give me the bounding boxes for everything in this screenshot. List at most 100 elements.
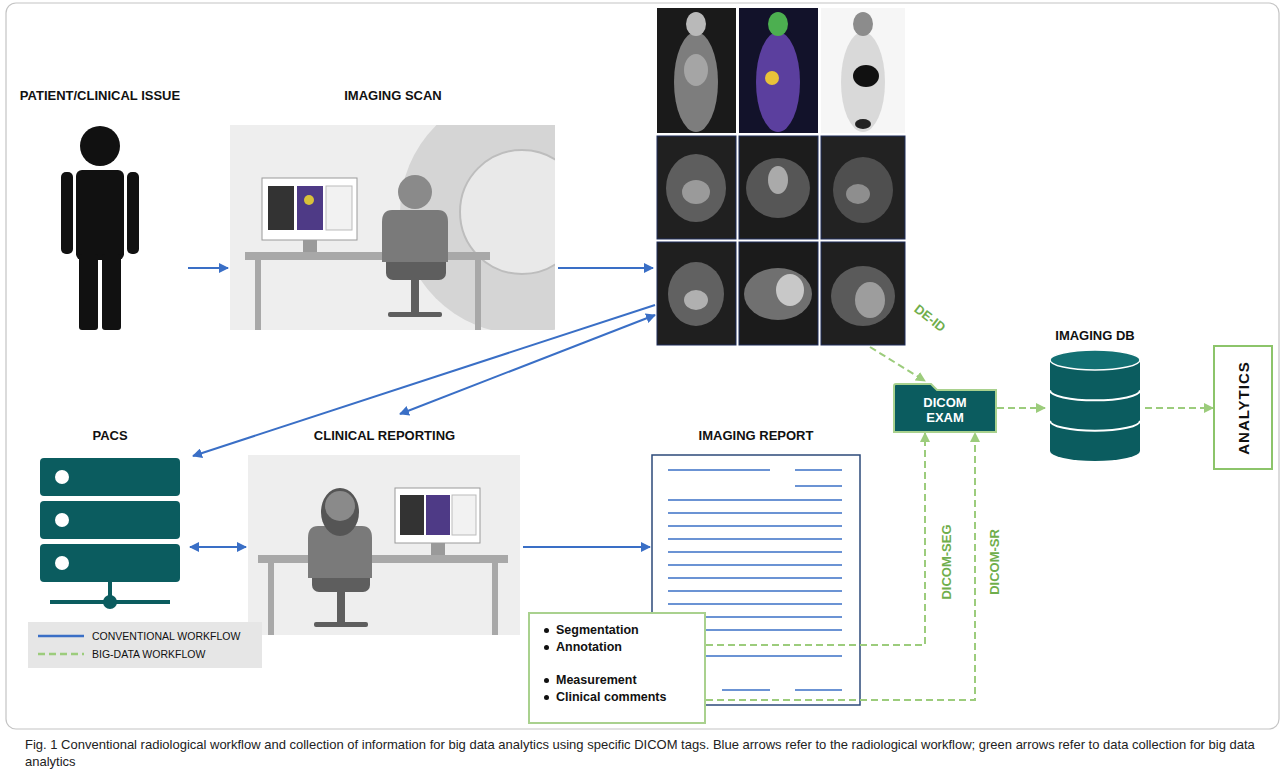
scan-node: IMAGING SCAN [228,88,558,333]
drawing-line [795,469,842,471]
node-label: PATIENT/CLINICAL ISSUE [12,88,188,104]
patient-figure [61,126,139,330]
drawing-rect [102,254,121,330]
drawing-rect [388,312,442,317]
medical-images [657,8,905,345]
node-label: PACS [30,428,190,444]
drawing-rect [739,242,818,345]
drawing-line [193,305,655,456]
drawing-line [870,347,925,381]
drawing-rect [258,555,508,563]
drawing-ellipse [674,32,718,132]
drawing-line [668,469,770,471]
legend-line [38,635,84,638]
drawing-ellipse [833,157,893,223]
drawing-line [668,603,842,605]
drawing-rect [657,8,736,133]
cylinder-stripe [1050,421,1140,431]
reporting-room [248,455,520,635]
drawing-ellipse [855,119,871,129]
pacs-node: PACS [30,428,190,606]
drawing-line [400,315,655,414]
drawing-rect [657,242,736,345]
drawing-rect [268,563,274,635]
legend-sample [38,631,84,641]
list-item: Measurement [542,672,696,689]
cylinder-stripe [1050,390,1140,400]
workflow-connector [997,407,1045,409]
drawing-ellipse [686,12,706,36]
drawing-ellipse [855,282,885,318]
edge-label: DICOM-SEG [939,522,954,601]
drawing-rect [739,136,818,239]
drawing-rect [426,495,450,535]
drawing-ellipse [853,65,879,87]
drawing-rect [452,495,476,535]
drawing-rect [821,136,905,239]
node-label: CLINICAL REPORTING [246,428,523,444]
edge-label: DICOM-SR [987,527,1002,597]
database-node: IMAGING DB [1045,328,1145,463]
list-item: Clinical comments [542,689,696,706]
node-label: IMAGING REPORT [650,428,862,444]
drawing-circle [55,470,69,484]
drawing-line [668,538,842,540]
drawing-rect [326,186,352,230]
drawing-rect [40,458,180,496]
node-label: DICOM EXAM [914,395,976,425]
drawing-rect [127,172,139,254]
drawing-line [668,590,842,592]
drawing-rect [79,254,98,330]
legend-row: BIG-DATA WORKFLOW [38,645,252,663]
node-label: IMAGING DB [1045,328,1145,344]
legend-sample [38,649,84,659]
drawing-rect [245,252,490,260]
drawing-rect [492,563,498,635]
drawing-rect [61,172,73,254]
drawing-circle [80,126,120,166]
drawing-rect [268,186,294,230]
workflow-connector [706,433,975,700]
drawing-rect [395,488,480,543]
drawing-ellipse [668,262,724,326]
scanner-room [230,90,644,334]
drawing-rect [821,242,905,345]
drawing-line [795,485,842,487]
drawing-line [722,689,770,691]
figure-caption: Fig. 1 Conventional radiological workflo… [25,736,1260,770]
drawing-ellipse [682,180,710,204]
folder-outline [894,384,996,432]
drawing-ellipse [321,488,359,536]
drawing-rect [400,495,424,535]
drawing-rect [337,592,345,624]
drawing-rect [76,170,124,260]
drawing-rect [411,280,419,314]
workflow-arrows [193,268,925,456]
drawing-ellipse [776,274,804,306]
arrow-label: DE-ID [910,300,950,336]
drawing-ellipse [853,12,873,36]
cylinder-shape [1045,328,1145,463]
list-item: Annotation [542,639,696,656]
drawing-rect [431,543,445,555]
legend-line [38,653,84,656]
node-label: ANALYTICS [1235,361,1252,454]
drawing-rect [739,8,818,133]
drawing-line [668,525,842,527]
drawing-ellipse [684,290,708,310]
drawing-rect [40,544,180,582]
drawing-ellipse [666,154,726,222]
drawing-rect [303,240,317,252]
drawing-line [558,267,653,269]
drawing-rect [255,260,261,330]
workflow-connector [523,546,650,548]
drawing-ellipse [684,54,708,86]
patient-node: PATIENT/CLINICAL ISSUE [12,88,188,333]
drawing-rect [40,501,180,539]
cylinder-body [1050,350,1140,461]
drawing-ellipse [846,184,870,204]
dicom-folder: DICOM EXAM [893,383,997,433]
drawing-ellipse [768,12,788,36]
drawing-line [668,551,842,553]
